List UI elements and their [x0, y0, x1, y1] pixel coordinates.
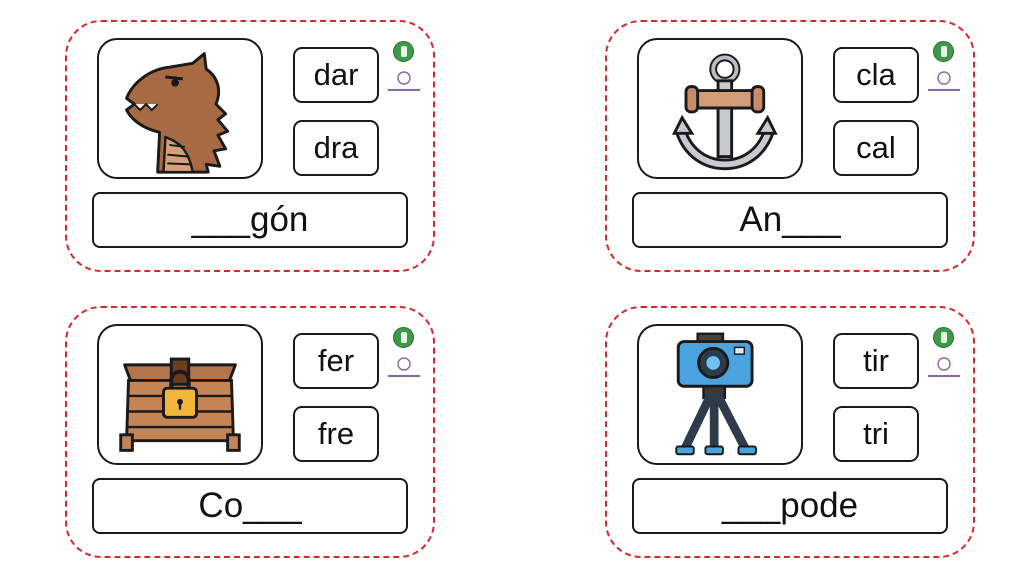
purple-logo-icon	[385, 70, 423, 94]
option-button-1[interactable]: fer	[293, 333, 379, 389]
option-button-1[interactable]: dar	[293, 47, 379, 103]
option-button-1[interactable]: cla	[833, 47, 919, 103]
purple-logo-icon	[385, 356, 423, 380]
picture-frame	[637, 38, 803, 179]
green-logo-icon	[933, 327, 954, 348]
dragon-icon	[125, 52, 230, 174]
picture-frame	[97, 38, 263, 179]
option-button-1[interactable]: tir	[833, 333, 919, 389]
green-logo-icon	[393, 41, 414, 62]
card-tripod: tir tri ___pode	[605, 306, 975, 558]
word-blank: ___gón	[92, 192, 408, 248]
purple-logo-icon	[925, 70, 963, 94]
purple-logo-icon	[925, 356, 963, 380]
option-button-2[interactable]: dra	[293, 120, 379, 176]
card-anchor: cla cal An___	[605, 20, 975, 272]
card-dragon: dar dra ___gón	[65, 20, 435, 272]
camera-tripod-icon	[675, 332, 757, 456]
card-chest: fer fre Co___	[65, 306, 435, 558]
green-logo-icon	[933, 41, 954, 62]
word-blank: An___	[632, 192, 948, 248]
option-button-2[interactable]: cal	[833, 120, 919, 176]
picture-frame	[637, 324, 803, 465]
green-logo-icon	[393, 327, 414, 348]
word-blank: Co___	[92, 478, 408, 534]
treasure-chest-icon	[119, 357, 241, 452]
word-blank: ___pode	[632, 478, 948, 534]
option-button-2[interactable]: fre	[293, 406, 379, 462]
picture-frame	[97, 324, 263, 465]
anchor-icon	[671, 53, 778, 171]
option-button-2[interactable]: tri	[833, 406, 919, 462]
